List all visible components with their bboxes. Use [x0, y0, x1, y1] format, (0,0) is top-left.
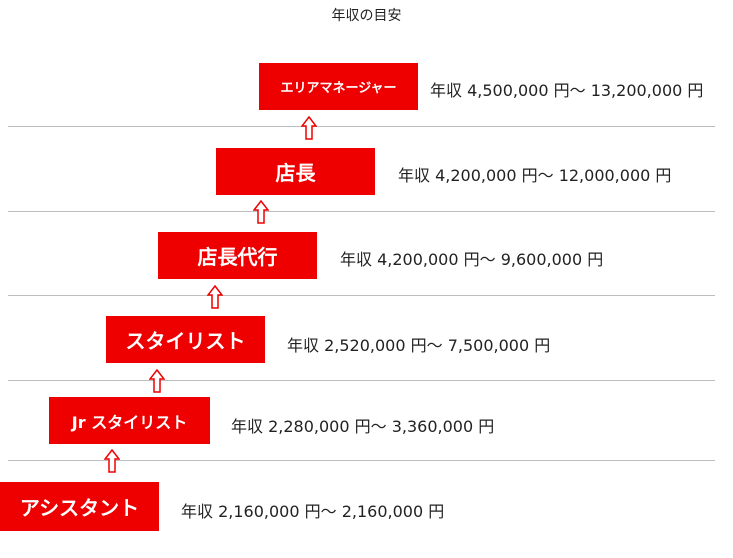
salary-range: 年収 4,500,000 円〜 13,200,000 円 — [430, 81, 704, 100]
salary-range: 年収 2,520,000 円〜 7,500,000 円 — [287, 336, 551, 355]
divider-line — [8, 380, 715, 381]
role-label: エリアマネージャー — [280, 81, 397, 96]
salary-range: 年収 2,280,000 円〜 3,360,000 円 — [231, 417, 495, 436]
divider-line — [8, 460, 715, 461]
role-label: 店長代行 — [197, 245, 278, 269]
divider-line — [8, 211, 715, 212]
role-box-junior-stylist: Jr スタイリスト — [49, 397, 210, 444]
role-label: アシスタント — [19, 496, 140, 520]
salary-range: 年収 4,200,000 円〜 9,600,000 円 — [340, 250, 604, 269]
up-arrow-icon — [253, 200, 269, 224]
role-box-store-manager: 店長 — [216, 148, 375, 195]
role-box-stylist: スタイリスト — [106, 316, 265, 363]
role-label: 店長 — [275, 161, 316, 185]
role-box-acting-store-manager: 店長代行 — [158, 232, 317, 279]
up-arrow-icon — [301, 116, 317, 140]
diagram-title: 年収の目安 — [331, 8, 402, 24]
salary-range: 年収 4,200,000 円〜 12,000,000 円 — [398, 166, 672, 185]
divider-line — [8, 126, 715, 127]
role-box-assistant: アシスタント — [0, 482, 159, 531]
up-arrow-icon — [207, 285, 223, 309]
up-arrow-icon — [149, 369, 165, 393]
role-box-area-manager: エリアマネージャー — [259, 63, 418, 110]
salary-range: 年収 2,160,000 円〜 2,160,000 円 — [181, 502, 445, 521]
role-label: Jr スタイリスト — [71, 412, 188, 432]
role-label: スタイリスト — [125, 329, 246, 353]
up-arrow-icon — [104, 449, 120, 473]
divider-line — [8, 295, 715, 296]
